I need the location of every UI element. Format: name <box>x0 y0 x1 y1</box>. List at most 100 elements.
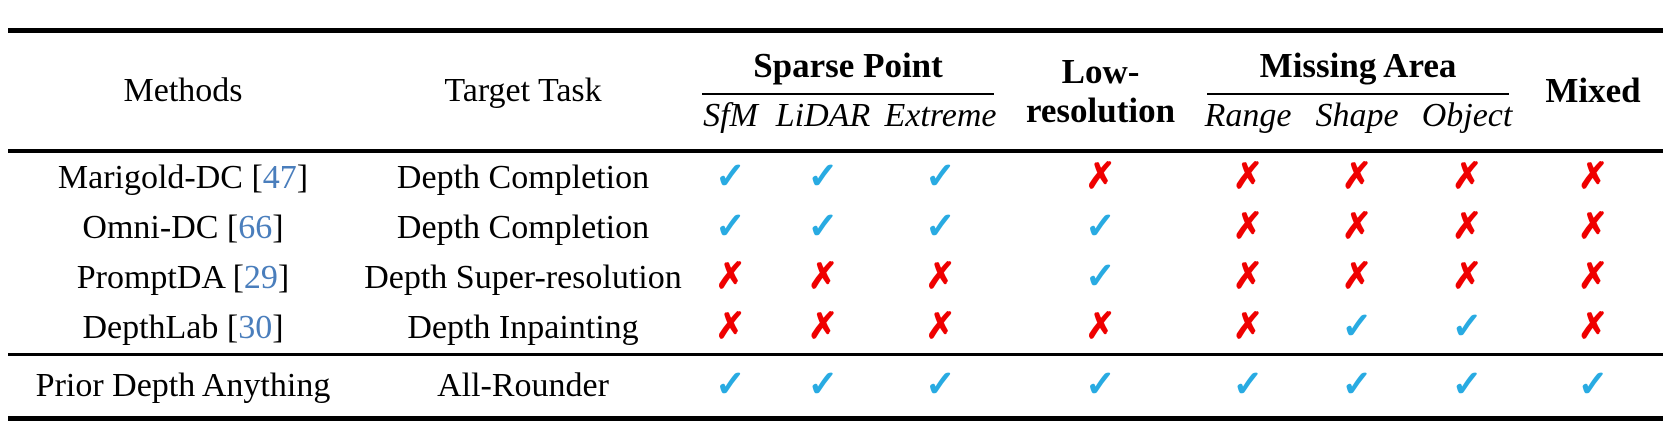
mark-cell: ✗ <box>1303 253 1411 303</box>
mark-cell: ✗ <box>1523 303 1663 355</box>
citation-link[interactable]: 29 <box>243 259 278 296</box>
mark-cell: ✗ <box>1523 149 1664 203</box>
method-cell: Marigold-DC [47] <box>8 149 358 203</box>
check-icon: ✓ <box>1577 364 1609 405</box>
method-name: Omni-DC <box>82 209 219 246</box>
mark-cell: ✗ <box>1523 203 1663 253</box>
check-icon: ✓ <box>715 206 747 247</box>
check-icon: ✓ <box>807 206 839 247</box>
citation-link[interactable]: 47 <box>262 159 297 196</box>
sparse-point-label: Sparse Point <box>702 46 995 95</box>
cross-icon: ✗ <box>1341 206 1373 247</box>
check-icon: ✓ <box>1341 306 1373 347</box>
cross-icon: ✗ <box>1341 156 1373 197</box>
mark-cell: ✓ <box>688 149 773 203</box>
cite-close-bracket: ] <box>277 259 290 296</box>
mark-cell: ✗ <box>773 253 873 303</box>
col-header-low-resolution: Low- resolution <box>1008 31 1193 152</box>
cross-icon: ✗ <box>1451 206 1483 247</box>
cross-icon: ✗ <box>1232 306 1264 347</box>
mark-cell: ✗ <box>773 303 873 355</box>
citation-link[interactable]: 30 <box>238 309 273 346</box>
check-icon: ✓ <box>925 156 957 197</box>
cross-icon: ✗ <box>1451 256 1483 297</box>
cross-icon: ✗ <box>1577 206 1609 247</box>
cross-icon: ✗ <box>1232 206 1264 247</box>
mark-cell: ✓ <box>1411 303 1523 355</box>
method-comparison-table: Methods Target Task Sparse Point Low- re… <box>8 28 1664 421</box>
check-icon: ✓ <box>1085 256 1117 297</box>
check-icon: ✓ <box>715 364 747 405</box>
check-icon: ✓ <box>1451 364 1483 405</box>
method-cell: Prior Depth Anything <box>8 353 358 419</box>
citation-link[interactable]: 66 <box>238 209 273 246</box>
cross-icon: ✗ <box>807 306 839 347</box>
mark-cell: ✓ <box>873 149 1009 203</box>
mark-cell: ✓ <box>1193 353 1304 419</box>
mark-cell: ✓ <box>873 353 1009 419</box>
col-header-sfm: SfM <box>703 97 758 134</box>
mark-cell: ✓ <box>1008 203 1193 253</box>
table-row: DepthLab [30] Depth Inpainting ✗✗✗✗✗✓✓✗ <box>8 303 1663 355</box>
check-icon: ✓ <box>715 156 747 197</box>
group-header-missing-area: Missing Area <box>1193 31 1523 95</box>
col-header-lidar: LiDAR <box>775 97 871 134</box>
check-icon: ✓ <box>925 364 957 405</box>
mark-cell: ✗ <box>1008 303 1193 355</box>
cross-icon: ✗ <box>1577 156 1609 197</box>
method-name: PromptDA <box>76 259 225 296</box>
cross-icon: ✗ <box>925 256 956 297</box>
mark-cell: ✗ <box>1411 149 1524 203</box>
cross-icon: ✗ <box>1577 306 1609 347</box>
method-cell: DepthLab [30] <box>8 303 358 355</box>
mark-cell: ✗ <box>688 303 773 355</box>
cite-open-bracket: [ <box>226 309 239 346</box>
method-name: DepthLab <box>82 309 219 346</box>
check-icon: ✓ <box>1085 364 1117 405</box>
cite-open-bracket: [ <box>251 159 263 196</box>
mark-cell: ✗ <box>1411 253 1523 303</box>
mark-cell: ✓ <box>1411 353 1524 419</box>
table-row: Marigold-DC [47] Depth Completion ✓ ✓ ✓ ✗ ✗ ✗… <box>8 149 1664 203</box>
col-header-range: Range <box>1204 97 1292 134</box>
check-icon: ✓ <box>1451 306 1483 347</box>
col-header-target-task: Target Task <box>444 72 602 109</box>
col-header-methods: Methods <box>123 72 243 109</box>
missing-area-label: Missing Area <box>1207 46 1510 95</box>
col-header-mixed: Mixed <box>1545 71 1641 110</box>
mark-cell: ✓ <box>1523 353 1664 419</box>
low-resolution-line1: Low- <box>1061 51 1140 91</box>
target-task-cell: Depth Completion <box>358 149 688 203</box>
low-resolution-line2: resolution <box>1025 91 1176 130</box>
mark-cell: ✓ <box>1008 353 1194 419</box>
cross-icon: ✗ <box>715 256 746 297</box>
mark-cell: ✗ <box>1523 253 1663 303</box>
table-row-ours: Prior Depth Anything All-Rounder ✓ ✓ ✓ ✓ ✓ ✓ ✓… <box>8 353 1664 419</box>
mark-cell: ✓ <box>773 353 873 419</box>
check-icon: ✓ <box>807 364 839 405</box>
cross-icon: ✗ <box>1577 256 1609 297</box>
target-task-cell: Depth Completion <box>396 209 650 246</box>
mark-cell: ✗ <box>1303 149 1412 203</box>
cite-close-bracket: ] <box>272 309 284 346</box>
cross-icon: ✗ <box>1085 306 1116 347</box>
cite-close-bracket: ] <box>296 159 309 196</box>
method-cell: Omni-DC [66] <box>8 203 358 253</box>
mark-cell: ✓ <box>1303 303 1411 355</box>
check-icon: ✓ <box>807 156 839 197</box>
cross-icon: ✗ <box>1085 156 1116 197</box>
mark-cell: ✓ <box>1008 253 1193 303</box>
mark-cell: ✓ <box>773 149 873 203</box>
check-icon: ✓ <box>1341 364 1373 405</box>
col-header-extreme: Extreme <box>884 97 997 134</box>
cite-open-bracket: [ <box>232 259 244 296</box>
mark-cell: ✗ <box>873 303 1008 355</box>
cite-open-bracket: [ <box>226 209 239 246</box>
mark-cell: ✓ <box>688 203 773 253</box>
mark-cell: ✗ <box>873 253 1008 303</box>
mark-cell: ✗ <box>1193 253 1303 303</box>
col-header-shape: Shape <box>1315 97 1399 134</box>
cite-close-bracket: ] <box>272 209 284 246</box>
target-task-cell: All-Rounder <box>358 353 688 419</box>
